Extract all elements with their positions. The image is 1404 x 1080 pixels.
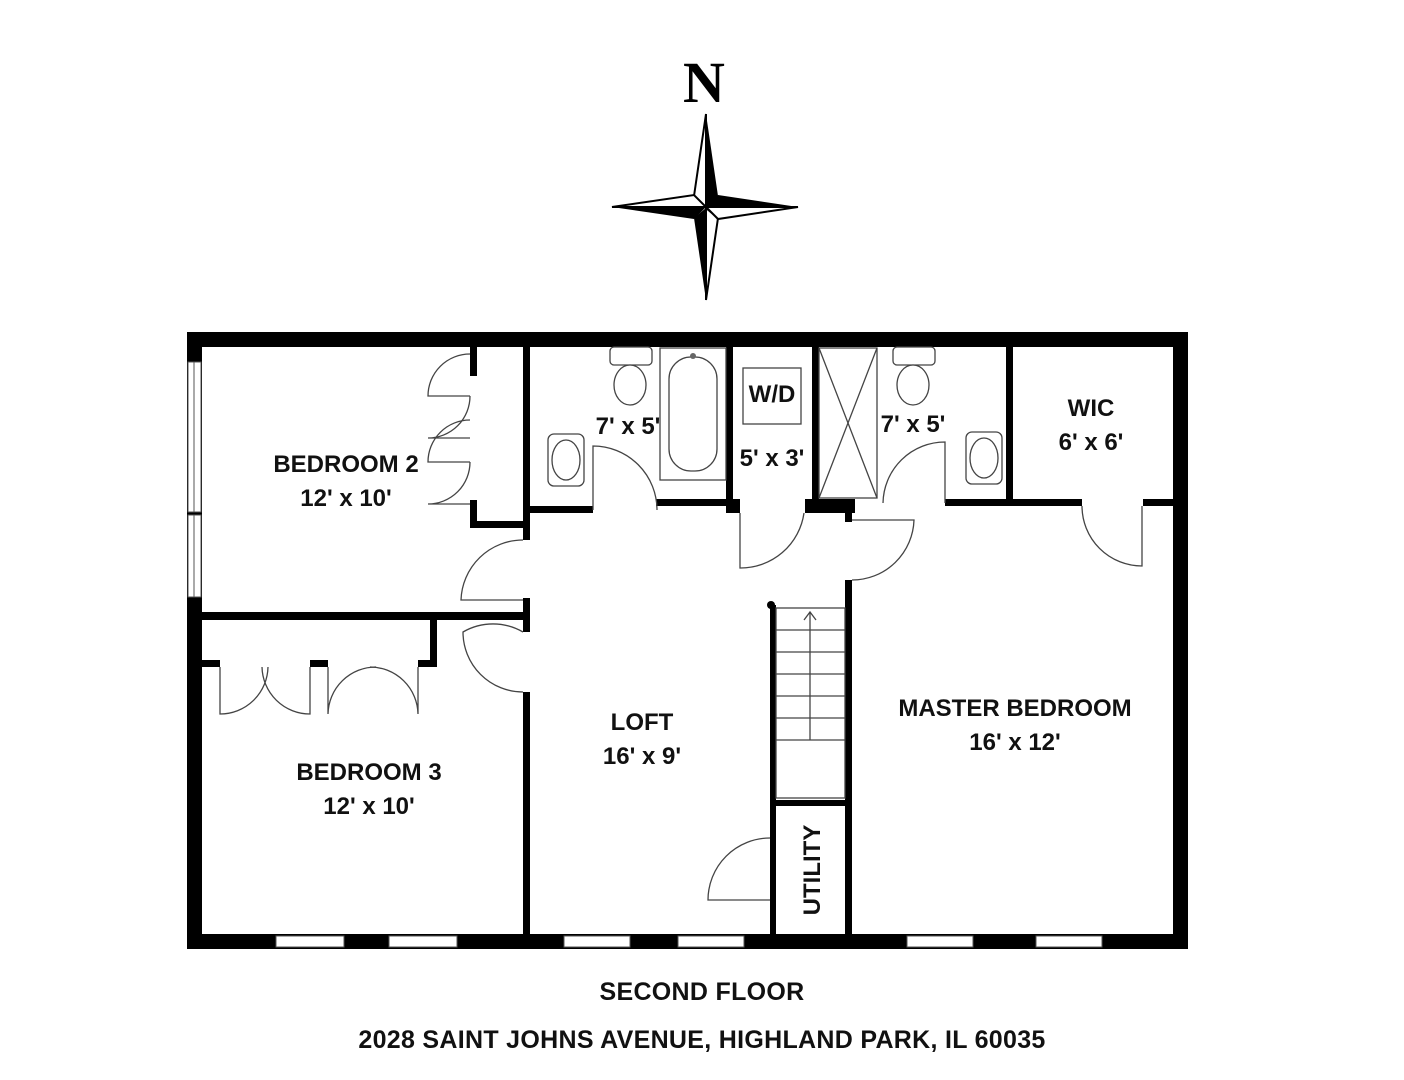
windows <box>187 361 1103 948</box>
interior-walls <box>202 346 1176 935</box>
laundry-size: 5' x 3' <box>740 445 805 472</box>
master-bedroom-name: MASTER BEDROOM <box>898 695 1131 722</box>
doors <box>219 353 1143 901</box>
compass-rose-icon: N <box>611 50 799 301</box>
bedroom2-size: 12' x 10' <box>300 485 392 512</box>
bedroom3-name: BEDROOM 3 <box>296 759 441 786</box>
bath2-fixtures <box>818 346 1003 499</box>
bedroom3-size: 12' x 10' <box>323 793 415 820</box>
floor-title: SECOND FLOOR <box>599 978 805 1006</box>
loft-name: LOFT <box>611 709 674 736</box>
wic-name: WIC <box>1068 395 1115 422</box>
compass-north-label: N <box>683 50 725 115</box>
bath2-size: 7' x 5' <box>881 411 946 438</box>
bath1-size: 7' x 5' <box>596 413 661 440</box>
master-bedroom-size: 16' x 12' <box>969 729 1061 756</box>
room-labels: BEDROOM 2 12' x 10' 7' x 5' W/D 5' x 3' … <box>273 381 1131 915</box>
bath1-fixtures <box>547 346 727 487</box>
bedroom2-name: BEDROOM 2 <box>273 451 418 478</box>
wic-size: 6' x 6' <box>1059 429 1124 456</box>
washer-dryer <box>742 367 802 425</box>
utility-name: UTILITY <box>799 825 826 916</box>
property-address: 2028 SAINT JOHNS AVENUE, HIGHLAND PARK, … <box>358 1026 1046 1054</box>
laundry-name: W/D <box>749 381 796 408</box>
staircase <box>767 601 846 799</box>
loft-size: 16' x 9' <box>603 743 681 770</box>
